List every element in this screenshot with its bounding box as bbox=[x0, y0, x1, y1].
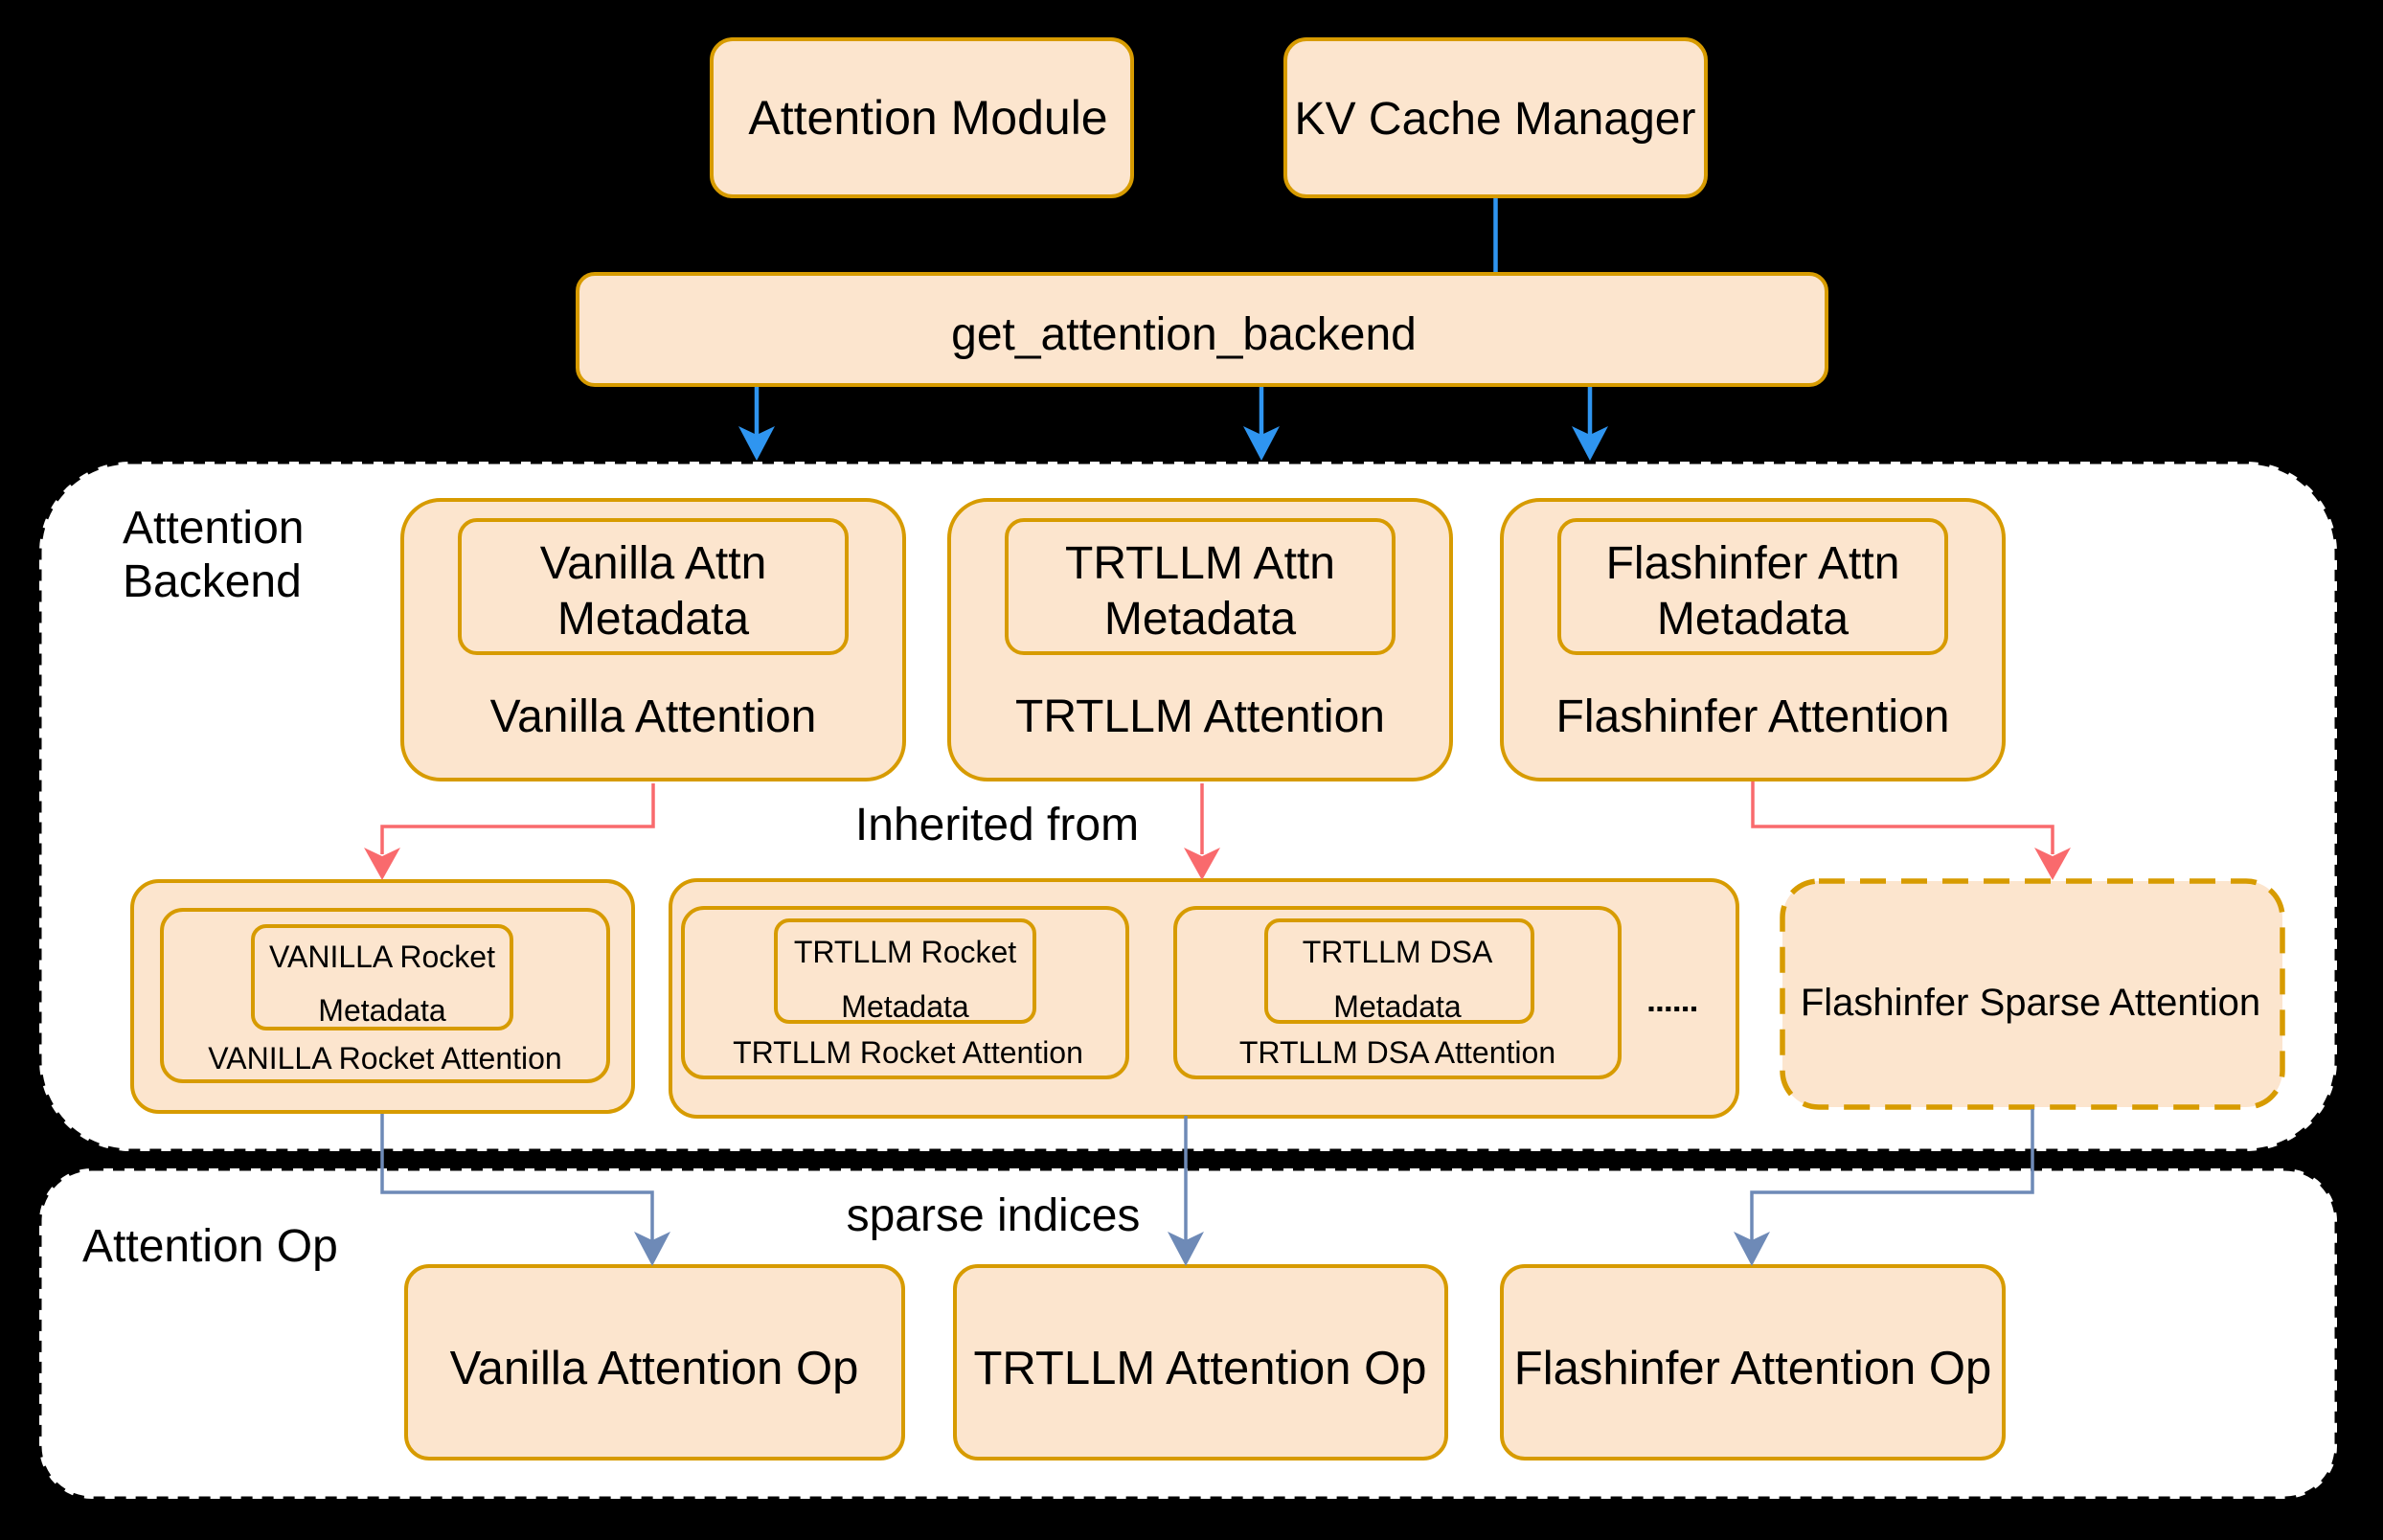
svg-text:Flashinfer Attention Op: Flashinfer Attention Op bbox=[1514, 1343, 1991, 1394]
svg-text:sparse indices: sparse indices bbox=[847, 1190, 1141, 1241]
svg-text:KV Cache Manager: KV Cache Manager bbox=[1295, 94, 1696, 145]
svg-text:Vanilla Attn: Vanilla Attn bbox=[540, 538, 767, 589]
svg-text:TRTLLM Attn: TRTLLM Attn bbox=[1065, 538, 1335, 589]
svg-text:Metadata: Metadata bbox=[1104, 594, 1296, 645]
svg-text:get_attention_backend: get_attention_backend bbox=[951, 309, 1417, 360]
svg-text:TRTLLM DSA: TRTLLM DSA bbox=[1303, 935, 1493, 969]
svg-text:Metadata: Metadata bbox=[557, 594, 749, 645]
svg-text:Flashinfer Attention: Flashinfer Attention bbox=[1556, 691, 1950, 742]
svg-text:VANILLA Rocket: VANILLA Rocket bbox=[269, 940, 495, 974]
svg-text:Flashinfer Sparse Attention: Flashinfer Sparse Attention bbox=[1801, 982, 2260, 1024]
svg-text:Backend: Backend bbox=[123, 556, 302, 607]
svg-text:Vanilla Attention Op: Vanilla Attention Op bbox=[450, 1343, 859, 1394]
svg-text:TRTLLM Rocket Attention: TRTLLM Rocket Attention bbox=[733, 1035, 1083, 1070]
svg-text:Vanilla Attention: Vanilla Attention bbox=[490, 691, 817, 742]
svg-text:Flashinfer Attn: Flashinfer Attn bbox=[1606, 538, 1900, 589]
svg-text:TRTLLM Attention: TRTLLM Attention bbox=[1015, 691, 1385, 742]
svg-text:Metadata: Metadata bbox=[1333, 989, 1462, 1024]
svg-text:Metadata: Metadata bbox=[841, 989, 969, 1024]
svg-text:Inherited from: Inherited from bbox=[855, 800, 1139, 850]
svg-text:Metadata: Metadata bbox=[1657, 594, 1849, 645]
svg-text:TRTLLM DSA Attention: TRTLLM DSA Attention bbox=[1239, 1035, 1555, 1070]
svg-text:Attention: Attention bbox=[123, 503, 304, 554]
svg-text:Attention Op: Attention Op bbox=[82, 1221, 338, 1272]
svg-text:VANILLA Rocket Attention: VANILLA Rocket Attention bbox=[208, 1041, 561, 1076]
svg-text:TRTLLM Attention Op: TRTLLM Attention Op bbox=[974, 1343, 1427, 1394]
svg-text:Attention Module: Attention Module bbox=[748, 91, 1107, 145]
svg-text:Metadata: Metadata bbox=[318, 993, 446, 1028]
svg-text:TRTLLM Rocket: TRTLLM Rocket bbox=[794, 935, 1016, 969]
